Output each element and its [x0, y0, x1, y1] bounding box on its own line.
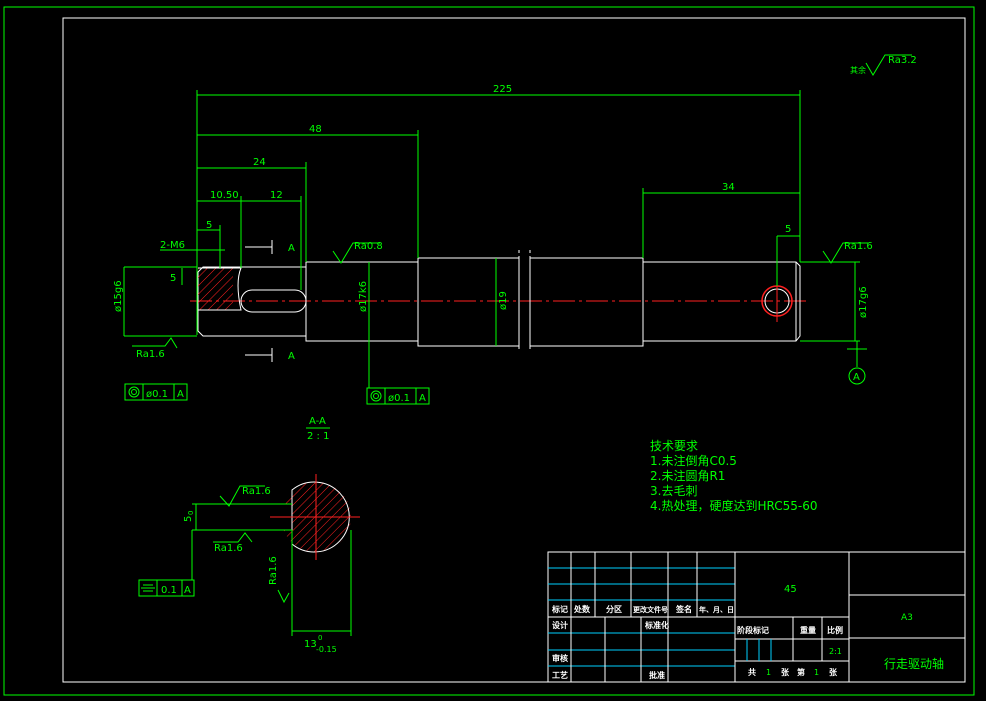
- sec-rough-2: Ra1.6: [214, 543, 243, 554]
- tb-scale-label: 比例: [827, 625, 843, 635]
- tb-hdr-zone: 分区: [606, 604, 622, 614]
- thread-hatch: [198, 268, 233, 310]
- technical-notes: 技术要求 1.未注倒角C0.5 2.未注圆角R1 3.去毛刺 4.热处理，硬度达…: [650, 439, 817, 513]
- sec-dim-height: 5: [183, 516, 194, 522]
- section-view: A-A 2 : 1 5 0 13 0 -0.15 Ra1.6 Ra1.6 Ra1…: [138, 416, 360, 654]
- sec-rough-1-symbol: [219, 485, 265, 507]
- shaft-main-view: [190, 250, 808, 352]
- dim-5c: 5: [170, 273, 176, 284]
- rough-08-value: Ra0.8: [354, 241, 383, 252]
- shaft-seg-19-left: [417, 257, 520, 347]
- tb-page: 第: [797, 667, 805, 677]
- note-item: 3.去毛刺: [650, 484, 697, 498]
- shaft-seg-19-right: [529, 257, 644, 347]
- tol-1-value: ø0.1: [146, 389, 168, 400]
- keyway: [240, 289, 307, 313]
- tb-zhang: 张: [829, 668, 838, 677]
- tol-2-ref: A: [419, 393, 426, 404]
- tol-frame-2: [366, 387, 430, 405]
- datum-circle: [848, 367, 866, 385]
- sec-rough-3-symbol: [277, 589, 290, 604]
- datum-label: A: [853, 372, 860, 383]
- tb-sheet-size: A3: [901, 613, 913, 623]
- tb-hdr-sign: 签名: [675, 604, 692, 614]
- tb-hdr-doc: 更改文件号: [633, 605, 668, 614]
- tb-review: 审核: [552, 653, 568, 663]
- tb-part-name: 行走驱动轴: [884, 656, 944, 671]
- sec-dim-width: 13: [304, 639, 317, 650]
- dim-12: 12: [270, 190, 283, 201]
- rough-16-right-value: Ra1.6: [844, 241, 873, 252]
- sec-dim-height-sub: 0: [187, 511, 195, 515]
- dim-5b: 5: [785, 224, 791, 235]
- concentricity-icon-2: [370, 390, 382, 402]
- tb-material: 45: [784, 584, 797, 595]
- title-block: 标记 处数 分区 更改文件号 签名 年、月、日 设计 标准化 审核 工艺 批准 …: [547, 551, 966, 683]
- dim-dia19: ø19: [498, 291, 509, 310]
- tb-standard: 标准化: [644, 620, 669, 630]
- tb-stage: 阶段标记: [737, 625, 769, 635]
- dim-48: 48: [309, 124, 322, 135]
- tb-page-n: 1: [814, 668, 819, 677]
- tb-hdr-mark: 标记: [551, 604, 568, 614]
- tol-2-value: ø0.1: [388, 393, 410, 404]
- thread-hole-outline: [198, 267, 242, 311]
- tol-3-ref: A: [184, 585, 191, 596]
- dim-dia15: ø15g6: [113, 280, 124, 312]
- rough-16-left-symbol: [132, 337, 178, 349]
- tol-frame-1: [124, 383, 188, 401]
- note-item: 2.未注圆角R1: [650, 468, 725, 483]
- section-label-top: A: [288, 243, 295, 254]
- concentricity-icon: [128, 386, 140, 398]
- rough-rest-symbol: [865, 54, 912, 76]
- sec-dim-width-sup: 0: [318, 634, 322, 642]
- tol-3-value: 0.1: [161, 585, 177, 596]
- tb-design: 设计: [552, 620, 568, 630]
- tb-hdr-count: 处数: [573, 604, 591, 614]
- rough-16-left-value: Ra1.6: [136, 349, 165, 360]
- section-label-bot: A: [288, 351, 295, 362]
- dim-10-50: 10.50: [210, 190, 239, 201]
- tb-scale-value: 2:1: [829, 647, 842, 656]
- rough-16-right-symbol: [822, 242, 868, 264]
- dim-dia17k6: ø17k6: [358, 281, 369, 312]
- concentricity-icon-inner: [131, 389, 137, 395]
- rough-rest-value: Ra3.2: [888, 55, 917, 66]
- tb-total-n: 1: [766, 668, 771, 677]
- section-scale: 2 : 1: [307, 431, 329, 442]
- sec-dim-width-sub: -0.15: [316, 645, 337, 654]
- outer-border: [3, 6, 975, 696]
- section-title: A-A: [309, 416, 326, 427]
- dim-34: 34: [722, 182, 735, 193]
- note-item: 4.热处理，硬度达到HRC55-60: [650, 498, 817, 513]
- roughness-symbols: 其余 Ra3.2 Ra0.8 Ra1.6 Ra1.6 A: [132, 54, 917, 385]
- inner-border: [62, 17, 966, 683]
- sec-rough-2-symbol: [213, 532, 253, 543]
- sec-rough-3: Ra1.6: [268, 556, 279, 585]
- notes-title: 技术要求: [650, 439, 698, 453]
- dim-24: 24: [253, 157, 266, 168]
- tol-frame-3: [138, 579, 195, 597]
- rough-rest-label: 其余: [850, 65, 866, 75]
- tb-total: 共: [748, 667, 756, 677]
- tolerance-frames: ø0.1 A ø0.1 A: [124, 341, 430, 405]
- thread-label: 2-M6: [160, 240, 185, 251]
- tb-sheets: 张: [781, 668, 790, 677]
- tb-process: 工艺: [552, 670, 568, 680]
- dimensions: 225 48 24 10.50 12 5 34 5 2-M6 5 ø15g6: [113, 84, 869, 362]
- sec-rough-1: Ra1.6: [242, 486, 271, 497]
- dim-225: 225: [493, 84, 512, 95]
- dim-dia17g6: ø17g6: [858, 286, 869, 318]
- note-item: 1.未注倒角C0.5: [650, 453, 737, 468]
- tb-weight: 重量: [800, 625, 816, 635]
- rough-08-symbol: [332, 242, 380, 264]
- dim-5a: 5: [206, 220, 212, 231]
- concentricity-icon-2-inner: [373, 393, 379, 399]
- tol-1-ref: A: [177, 389, 184, 400]
- tb-approve: 批准: [649, 670, 665, 680]
- tb-hdr-date: 年、月、日: [699, 605, 734, 614]
